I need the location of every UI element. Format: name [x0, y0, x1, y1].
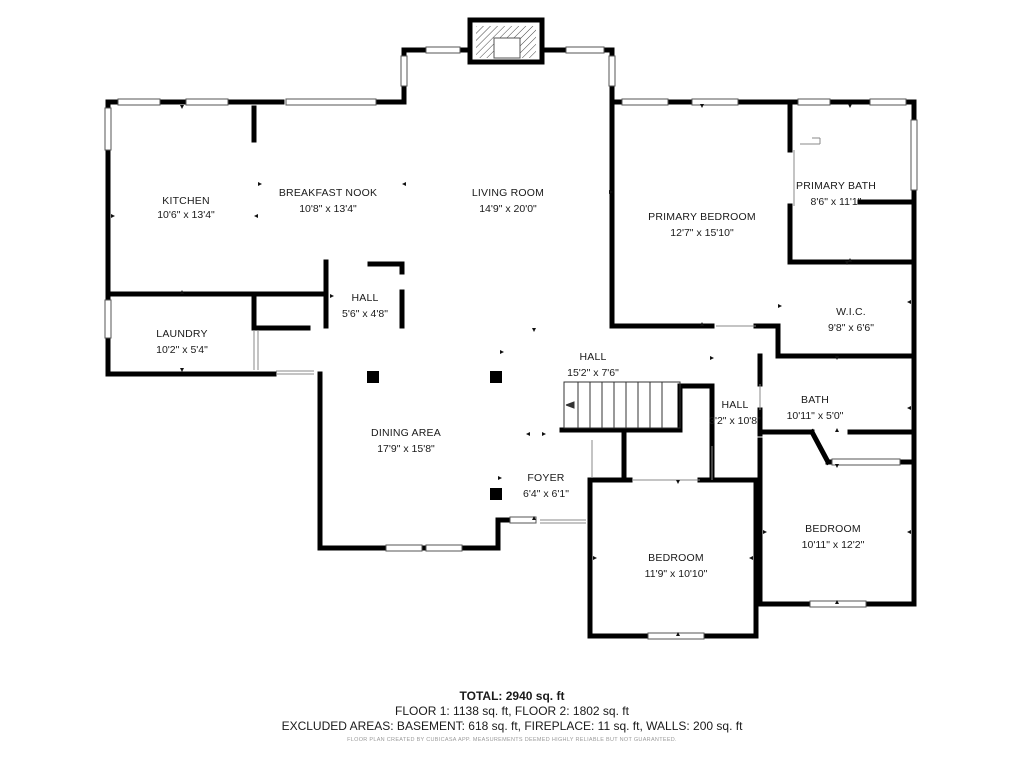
- room-name-kitchen: KITCHEN: [162, 195, 210, 207]
- room-dims-primary-bath: 8'6" x 11'1": [811, 196, 862, 208]
- room-dims-primary-bedroom: 12'7" x 15'10": [670, 227, 734, 239]
- room-name-laundry: LAUNDRY: [156, 328, 207, 340]
- fireplace: [467, 17, 545, 65]
- room-dims-bath: 10'11" x 5'0": [787, 410, 844, 422]
- room-name-primary-bedroom: PRIMARY BEDROOM: [648, 211, 756, 223]
- room-dims-hall-side: 3'2" x 10'8": [709, 415, 761, 427]
- room-dims-living-room: 14'9" x 20'0": [479, 203, 537, 215]
- room-name-wic: W.I.C.: [836, 306, 866, 318]
- excluded-areas: EXCLUDED AREAS: BASEMENT: 618 sq. ft, FI…: [281, 719, 743, 733]
- openings: [253, 137, 821, 524]
- walls: [105, 47, 917, 639]
- room-dims-hall-small: 5'6" x 4'8": [342, 308, 388, 320]
- room-name-bath: BATH: [801, 394, 829, 406]
- room-dims-bedroom-bottom: 11'9" x 10'10": [645, 568, 708, 580]
- area-summary: TOTAL: 2940 sq. ft FLOOR 1: 1138 sq. ft,…: [0, 688, 1024, 743]
- room-dims-bedroom-right: 10'11" x 12'2": [802, 539, 865, 551]
- room-name-hall-small: HALL: [351, 292, 378, 304]
- floor-areas: FLOOR 1: 1138 sq. ft, FLOOR 2: 1802 sq. …: [395, 704, 629, 718]
- room-dims-breakfast-nook: 10'8" x 13'4": [299, 203, 357, 215]
- room-name-foyer: FOYER: [527, 472, 564, 484]
- disclaimer: FLOOR PLAN CREATED BY CUBICASA APP. MEAS…: [347, 737, 677, 743]
- room-name-hall-side: HALL: [721, 399, 748, 411]
- total-area: TOTAL: 2940 sq. ft: [459, 689, 565, 703]
- columns: [367, 371, 502, 500]
- room-name-breakfast-nook: BREAKFAST NOOK: [279, 187, 377, 199]
- room-name-bedroom-bottom: BEDROOM: [648, 552, 704, 564]
- room-dims-laundry: 10'2" x 5'4": [156, 344, 208, 356]
- room-dims-dining-area: 17'9" x 15'8": [377, 443, 435, 455]
- windows: [104, 46, 918, 640]
- room-dims-wic: 9'8" x 6'6": [828, 322, 874, 334]
- room-dims-foyer: 6'4" x 6'1": [523, 488, 569, 500]
- room-name-hall-main: HALL: [579, 351, 606, 363]
- room-dims-hall-main: 15'2" x 7'6": [567, 367, 619, 379]
- room-name-dining-area: DINING AREA: [371, 427, 441, 439]
- dimension-ticks: [111, 104, 911, 636]
- stairs: [563, 381, 681, 429]
- room-name-primary-bath: PRIMARY BATH: [796, 180, 876, 192]
- room-name-bedroom-right: BEDROOM: [805, 523, 861, 535]
- room-labels: KITCHEN 10'6" x 13'4" BREAKFAST NOOK 10'…: [156, 180, 876, 580]
- room-dims-kitchen: 10'6" x 13'4": [157, 209, 215, 221]
- room-name-living-room: LIVING ROOM: [472, 187, 544, 199]
